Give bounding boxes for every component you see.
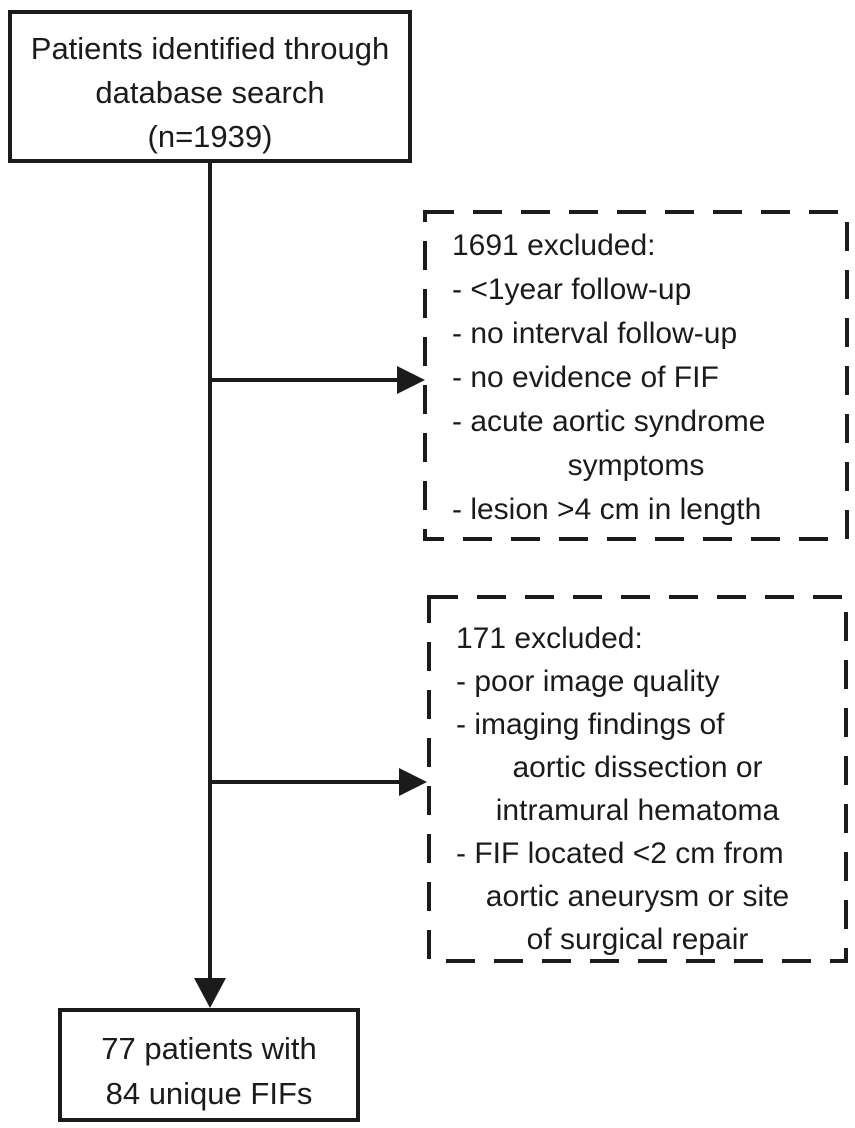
exclusion-2-item: - poor image quality — [456, 665, 720, 698]
dashed-border-icon — [427, 595, 848, 963]
top-box-patients-identified: Patients identified through database sea… — [8, 10, 412, 163]
top-box-line-3: (n=1939) — [147, 119, 273, 154]
exclusion-1-item: - no interval follow-up — [452, 317, 738, 350]
exclusion-2-item-wrap: aortic aneurysm or site — [485, 880, 790, 913]
result-box-patients: 77 patients with 84 unique FIFs — [58, 1008, 360, 1122]
exclusion-2-item-wrap: of surgical repair — [526, 923, 749, 956]
exclusion-1-item: - <1year follow-up — [452, 273, 692, 306]
result-box-line-1: 77 patients with — [101, 1031, 317, 1066]
exclusion-box-171: 171 excluded: - poor image quality - ima… — [427, 595, 848, 963]
exclusion-2-item-wrap: aortic dissection or — [512, 751, 763, 784]
exclusion-1-item: - no evidence of FIF — [452, 361, 719, 394]
exclusion-1-title: 1691 excluded: — [452, 229, 656, 262]
top-box-line-2: database search — [95, 75, 325, 110]
exclusion-1-item-wrap: symptoms — [567, 449, 705, 482]
top-box-line-1: Patients identified through — [30, 31, 390, 66]
exclusion-2-item: - FIF located <2 cm from — [456, 837, 784, 870]
vertical-connector-line — [208, 163, 212, 978]
result-box-line-2: 84 unique FIFs — [105, 1076, 313, 1111]
dashed-border-icon — [423, 210, 849, 541]
exclusion-1-item: - lesion >4 cm in length — [452, 493, 762, 526]
exclusion-2-title: 171 excluded: — [456, 622, 643, 655]
arrowhead-right-icon-1 — [397, 366, 425, 394]
horizontal-connector-line-2 — [210, 780, 400, 784]
exclusion-box-1691: 1691 excluded: - <1year follow-up - no i… — [423, 210, 849, 541]
exclusion-2-item: - imaging findings of — [456, 708, 725, 741]
horizontal-connector-line-1 — [210, 378, 398, 382]
exclusion-1-item: - acute aortic syndrome — [452, 405, 766, 438]
exclusion-2-item-wrap: intramural hematoma — [495, 794, 780, 827]
arrowhead-down-icon — [194, 978, 226, 1008]
arrowhead-right-icon-2 — [399, 768, 427, 796]
